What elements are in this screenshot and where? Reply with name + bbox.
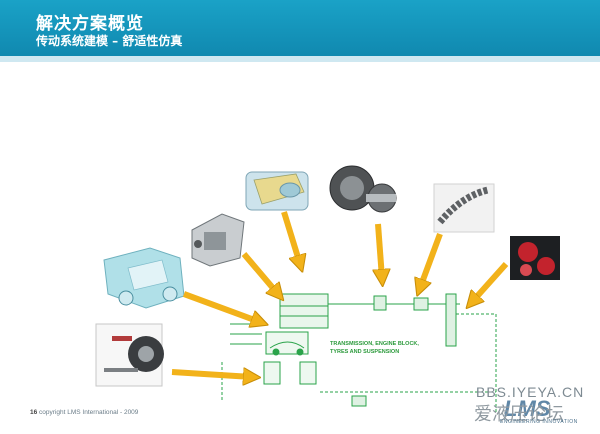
- pointer-arrows: [171, 211, 509, 377]
- schematic-caption: TRANSMISSION, ENGINE BLOCK, TYRES AND SU…: [330, 341, 419, 355]
- watermark-forum: 爱液压论坛: [474, 404, 564, 425]
- arrow-car-body: [182, 291, 260, 322]
- slide-header: 解决方案概览 传动系统建模 – 舒适性仿真: [0, 0, 600, 62]
- header-strip: [0, 56, 600, 62]
- gear-contact-image: [510, 236, 560, 280]
- transmission-housing-image: [245, 171, 309, 211]
- arrow-chain: [420, 232, 443, 288]
- engine-block-image: [191, 213, 245, 267]
- chain-image: [433, 183, 495, 233]
- arrow-suspension: [171, 372, 252, 377]
- driveline-diagram: TRANSMISSION, ENGINE BLOCK, TYRES AND SU…: [95, 165, 560, 412]
- caption-line-1: TRANSMISSION, ENGINE BLOCK,: [330, 341, 419, 347]
- slide-subtitle: 传动系统建模 – 舒适性仿真: [36, 34, 183, 48]
- copyright-text: copyright LMS International - 2009: [39, 409, 139, 416]
- arrow-engine: [241, 252, 278, 294]
- slide-footer: 16 copyright LMS International - 2009: [30, 409, 138, 416]
- driveline-schematic: [221, 293, 497, 412]
- gear-set-image: [329, 165, 397, 213]
- arrow-gear-set: [378, 223, 382, 278]
- caption-line-2: TYRES AND SUSPENSION: [330, 349, 399, 355]
- arrow-gear-contact: [472, 261, 509, 302]
- slide-title: 解决方案概览: [36, 14, 144, 34]
- watermark-site: BBS.IYEYA.CN: [476, 384, 585, 400]
- car-body-image: [103, 247, 185, 309]
- arrow-housing: [281, 211, 300, 264]
- page-number: 16: [30, 409, 38, 416]
- suspension-image: [95, 323, 164, 387]
- lms-logo-tagline: ENGINEERING INNOVATION: [500, 419, 578, 425]
- lms-logo: LMS: [504, 396, 551, 421]
